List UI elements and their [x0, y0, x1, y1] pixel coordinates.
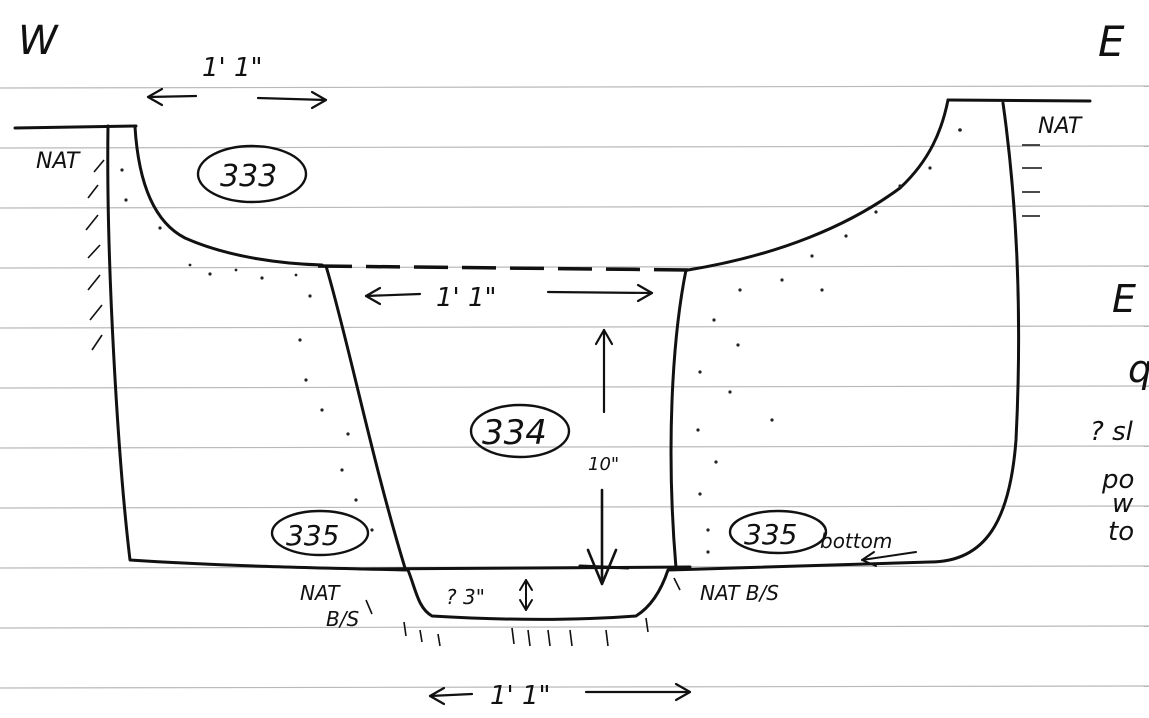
context-334-circle: [469, 403, 571, 459]
east-ground-surface: [946, 98, 1092, 217]
margin-note-line-3: ? sl: [1090, 417, 1134, 447]
upper-right-nat-label: NAT: [1038, 114, 1083, 139]
margin-note-line-1: E: [1112, 277, 1136, 321]
margin-note-line-5: w: [1112, 489, 1134, 519]
margin-note: E q ? sl po w to: [1090, 277, 1149, 547]
base-depth-label: ? 3": [446, 585, 485, 609]
context-333-number: 333: [220, 159, 277, 194]
depth-arrows: [578, 328, 630, 586]
context-334-west-side: [324, 264, 407, 570]
ruled-lines: [0, 85, 1149, 689]
base-line: [358, 565, 692, 571]
context-335-left-number: 335: [286, 519, 339, 552]
bottom-pointer-arrow: [861, 551, 917, 567]
outer-cut-profile: [106, 101, 1021, 621]
top-width-arrows: [146, 87, 328, 110]
bottom-natural-hatch: [365, 577, 681, 647]
mid-width-label: 1' 1": [436, 283, 496, 313]
margin-note-line-4: po: [1101, 465, 1134, 495]
context-334-east-upper-boundary: [686, 98, 950, 272]
lower-left-bs-label: B/S: [326, 607, 359, 631]
depth-label: 10": [588, 454, 619, 475]
base-depth-arrow: [519, 579, 533, 611]
context-335-right-circle: [728, 509, 828, 555]
bottom-label: bottom: [820, 529, 892, 553]
context-334-east-side: [669, 268, 688, 570]
context-333-boundary: [133, 125, 324, 267]
west-label: W: [18, 18, 59, 64]
dashed-horizon-line: [317, 264, 691, 272]
context-335-left-circle: [270, 509, 370, 557]
context-334-number: 334: [482, 413, 547, 453]
lower-right-nat-bs-label: NAT B/S: [700, 581, 779, 605]
bottom-width-label: 1' 1": [490, 681, 550, 711]
upper-left-nat-label: NAT: [36, 149, 81, 174]
mid-width-arrows: [364, 283, 654, 306]
fill-texture: [120, 128, 962, 554]
margin-note-line-2: q: [1128, 347, 1149, 391]
lower-left-nat-label: NAT: [300, 581, 341, 605]
margin-note-line-6: to: [1108, 517, 1134, 547]
bottom-width-arrows: [428, 682, 692, 706]
context-335-right-number: 335: [744, 518, 797, 551]
context-333-circle: [196, 144, 308, 204]
top-width-label: 1' 1": [202, 53, 262, 83]
west-ground-surface: [13, 124, 138, 351]
east-label: E: [1098, 17, 1125, 66]
